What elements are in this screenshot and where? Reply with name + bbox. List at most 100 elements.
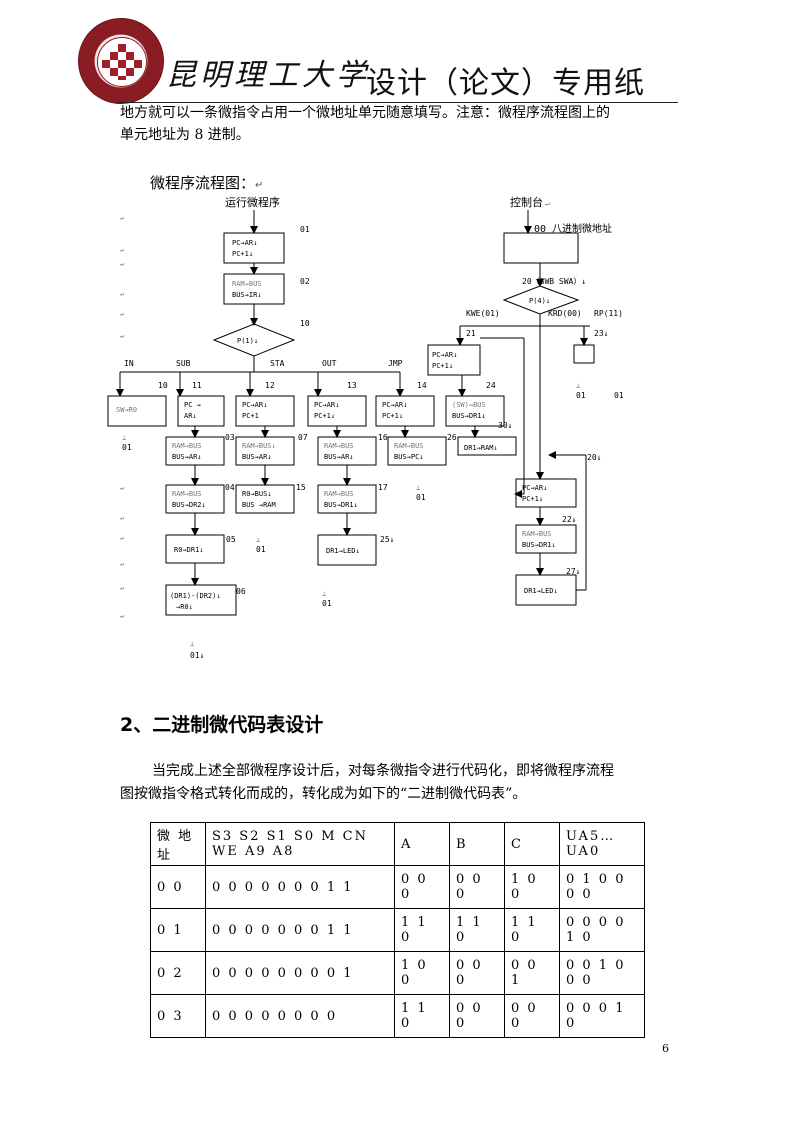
intro-line-2: 单元地址为 8 进制。 [120,127,250,143]
svg-text:16: 16 [378,433,388,442]
svg-text:20（SWB SWA）↓: 20（SWB SWA）↓ [522,277,586,286]
svg-text:04: 04 [225,483,235,492]
svg-text:BUS→AR↓: BUS→AR↓ [324,453,354,461]
table-cell: 1 0 0 [394,951,450,995]
svg-text:⟂: ⟂ [122,434,126,442]
svg-text:RAM→BUS: RAM→BUS [394,442,424,450]
svg-text:SUB: SUB [176,359,191,368]
svg-text:23↓: 23↓ [594,329,608,338]
svg-text:⟂: ⟂ [256,536,260,544]
table-cell: 0 0 0 0 0 0 0 1 1 [205,908,395,952]
svg-text:⟂: ⟂ [190,640,194,648]
svg-text:↵: ↵ [120,514,124,522]
table-cell: 0 0 0 1 0 [559,994,645,1038]
svg-text:PC+1: PC+1 [242,412,259,420]
table-header-cell: C [504,822,560,866]
table-header-cell: B [449,822,505,866]
svg-text:06: 06 [236,587,246,596]
svg-text:10: 10 [158,381,168,390]
svg-text:SW→R0: SW→R0 [116,406,137,414]
svg-text:↵: ↵ [120,290,124,298]
svg-text:01: 01 [122,443,132,452]
box-sw-r0 [107,395,167,427]
svg-text:PC→AR↓: PC→AR↓ [314,401,339,409]
table-cell: 0 0 [150,865,206,909]
box-ram-bus-dr1-22 [515,524,577,554]
svg-text:P(4)↓: P(4)↓ [529,297,550,305]
section-para-line-2: 图按微指令格式转化而成的，转化成为如下的“二进制微代码表”。 [120,786,527,802]
box-dr1-ram [457,436,517,456]
svg-text:PC→AR↓: PC→AR↓ [242,401,267,409]
svg-text:RAM→BUS: RAM→BUS [172,490,202,498]
svg-text:↵: ↵ [120,332,124,340]
svg-text:20↓: 20↓ [587,453,601,462]
svg-text:BUS→PC↓: BUS→PC↓ [394,453,424,461]
svg-text:00 八进制微地址: 00 八进制微地址 [534,222,612,235]
svg-text:27↓: 27↓ [566,567,580,576]
section-para-line-1: 当完成上述全部微程序设计后，对每条微指令进行代码化，即将微程序流程 [152,763,614,779]
page-number: 6 [662,1042,669,1055]
svg-text:↵: ↵ [120,484,124,492]
svg-text:KWE(01): KWE(01) [466,309,500,318]
svg-text:BUS→IR↓: BUS→IR↓ [232,291,262,299]
svg-text:14: 14 [417,381,427,390]
section-heading: 2、二进制微代码表设计 [120,714,324,736]
svg-text:01↓: 01↓ [190,651,204,660]
svg-text:PC+1↓: PC+1↓ [522,495,543,503]
svg-text:运行微程序: 运行微程序 [225,195,280,209]
svg-text:↵: ↵ [120,260,124,268]
svg-text:07: 07 [298,433,308,442]
table-cell: 0 0 0 [449,994,505,1038]
svg-text:BUS→DR1↓: BUS→DR1↓ [452,412,486,420]
svg-text:22↓: 22↓ [562,515,576,524]
svg-text:24: 24 [486,381,496,390]
svg-text:⟂: ⟂ [322,590,326,598]
svg-text:控制台: 控制台 [510,195,543,209]
svg-text:↵: ↵ [120,214,124,222]
svg-text:15: 15 [296,483,306,492]
table-header-cell: A [394,822,450,866]
svg-text:KRD(00): KRD(00) [548,309,582,318]
svg-text:DR1→LED↓: DR1→LED↓ [524,587,558,595]
university-logo [78,18,164,104]
svg-text:03: 03 [225,433,235,442]
svg-text:DR1→RAM↓: DR1→RAM↓ [464,444,498,452]
table-cell: 0 0 0 [394,865,450,909]
box-pc-ar-top [223,232,285,264]
table-cell: 1 1 0 [394,908,450,952]
box-ram-bus-pc [387,436,447,466]
svg-text:01: 01 [614,391,624,400]
university-name: 昆明理工大学 [166,58,370,93]
svg-text:RAM→BUS: RAM→BUS [324,490,354,498]
sheet-title: 设计（论文）专用纸 [366,66,645,101]
svg-text:PC+1↓: PC+1↓ [432,362,453,370]
svg-text:↵: ↵ [120,612,124,620]
table-cell: 0 1 [150,908,206,952]
table-cell: 0 1 0 0 0 0 [559,865,645,909]
svg-text:PC+1↓: PC+1↓ [314,412,335,420]
svg-text:17: 17 [378,483,388,492]
svg-text:25↓: 25↓ [380,535,394,544]
table-cell: 0 0 1 [504,951,560,995]
svg-text:PC+1↓: PC+1↓ [232,250,253,258]
svg-text:↵: ↵ [120,560,124,568]
table-cell: 0 0 0 [449,865,505,909]
svg-text:BUS →RAM: BUS →RAM [242,501,276,509]
svg-text:→R0↓: →R0↓ [176,603,193,611]
svg-text:BUS→AR↓: BUS→AR↓ [242,453,272,461]
svg-text:01: 01 [416,493,426,502]
svg-text:PC→AR↓: PC→AR↓ [232,239,257,247]
svg-text:P(1)↓: P(1)↓ [237,337,258,345]
svg-text:13: 13 [347,381,357,390]
table-header-cell: UA5…UA0 [559,822,645,866]
svg-text:(SW)→BUS: (SW)→BUS [452,401,486,409]
logo-emblem [97,37,147,87]
svg-text:(DR1)-(DR2)↓: (DR1)-(DR2)↓ [170,592,221,600]
svg-text:RAM→BUS: RAM→BUS [324,442,354,450]
box-23 [573,344,595,364]
